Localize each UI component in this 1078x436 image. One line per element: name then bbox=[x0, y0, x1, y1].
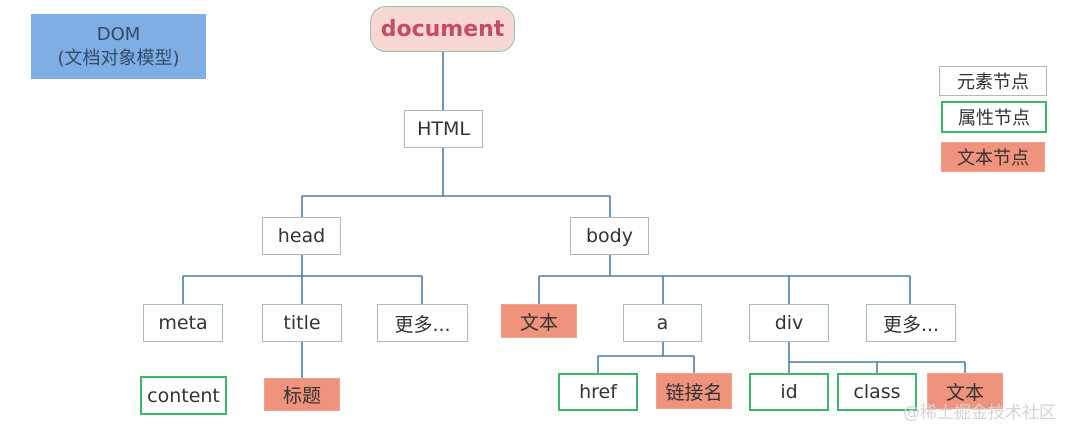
diagram-title: DOM bbox=[96, 23, 141, 45]
legend-attribute-node: 属性节点 bbox=[941, 101, 1047, 133]
node-title: title bbox=[262, 304, 342, 342]
watermark: @稀土掘金技术社区 bbox=[903, 403, 1056, 423]
node-head-more: 更多... bbox=[377, 304, 468, 342]
legend-text-node: 文本节点 bbox=[941, 142, 1045, 172]
legend-element-node: 元素节点 bbox=[939, 66, 1047, 96]
diagram-title-box: DOM (文档对象模型) bbox=[31, 14, 206, 79]
node-id: id bbox=[749, 373, 829, 411]
node-link-name: 链接名 bbox=[656, 373, 732, 409]
node-document: document bbox=[370, 6, 515, 52]
diagram-subtitle: (文档对象模型) bbox=[57, 47, 180, 69]
node-head: head bbox=[262, 217, 341, 255]
node-body-text: 文本 bbox=[501, 304, 577, 338]
node-class: class bbox=[837, 373, 917, 411]
node-body: body bbox=[570, 217, 649, 255]
node-html: HTML bbox=[404, 110, 483, 148]
node-div-text: 文本 bbox=[927, 373, 1003, 409]
node-meta: meta bbox=[143, 304, 223, 342]
node-body-more: 更多... bbox=[866, 304, 956, 342]
node-a: a bbox=[623, 304, 702, 342]
node-href: href bbox=[558, 373, 638, 411]
node-content: content bbox=[140, 376, 227, 415]
node-title-text: 标题 bbox=[264, 378, 340, 411]
node-div: div bbox=[749, 304, 829, 342]
